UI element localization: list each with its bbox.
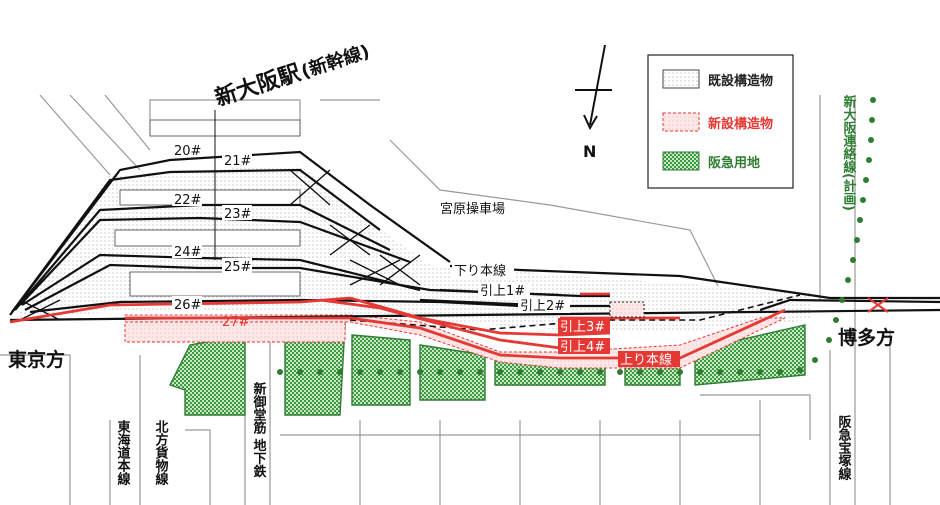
track-hiki3: 引上3# — [560, 320, 605, 335]
track-26: 26# — [174, 298, 201, 313]
compass — [575, 44, 612, 131]
city-blocks — [0, 94, 891, 505]
crossovers — [19, 169, 421, 321]
yard-label: 宮原操車場 — [440, 201, 505, 217]
direction-east: 博多方 — [838, 326, 895, 349]
label-tokaido: 東海道本線 — [115, 419, 131, 486]
track-27: 27# — [222, 315, 249, 330]
label-midosuji: 新御堂筋 地下鉄 — [251, 381, 268, 479]
platforms — [114, 119, 301, 297]
label-kitakata: 北方貨物線 — [153, 420, 169, 486]
track-22: 22# — [174, 193, 201, 208]
legend-label-new: 新設構造物 — [708, 116, 773, 132]
track-hiki4: 引上4# — [560, 340, 605, 355]
hiki2-structure — [609, 301, 645, 318]
track-down-main: 下り本線 — [454, 263, 506, 279]
hankyu-dotted-line — [277, 97, 876, 375]
track-hiki1: 引上1# — [480, 284, 525, 299]
track-20: 20# — [174, 144, 201, 159]
label-shin-osaka-link: 新大阪連絡線(計画) — [841, 94, 857, 210]
label-hankyu-takarazuka: 阪急宝塚線 — [836, 415, 852, 481]
track-end-x — [867, 297, 889, 313]
legend-swatch-new — [662, 112, 700, 132]
track-up-main: 上り本線 — [620, 352, 672, 368]
station-name: 新大阪駅 — [212, 60, 304, 112]
track-hiki2: 引上2# — [520, 299, 565, 314]
vertical-labels: 東海道本線 北方貨物線 新御堂筋 地下鉄 阪急宝塚線 新大阪連絡線(計画) — [115, 94, 857, 486]
legend-label-existing: 既設構造物 — [708, 73, 773, 89]
compass-north-label: N — [583, 142, 596, 161]
track-labels: 20# 21# 22# 23# 24# 25# 26# 27# 下り本線 引上1… — [172, 142, 680, 368]
track-24: 24# — [174, 245, 201, 260]
direction-west: 東京方 — [8, 348, 65, 371]
track-25: 25# — [224, 260, 251, 275]
legend: 既設構造物 新設構造物 阪急用地 — [647, 54, 794, 189]
station-line: (新幹線) — [298, 40, 372, 83]
legend-swatch-existing — [662, 69, 700, 89]
track-23: 23# — [224, 207, 251, 222]
track-21: 21# — [224, 154, 251, 169]
legend-swatch-hankyu — [662, 151, 700, 171]
legend-label-hankyu: 阪急用地 — [708, 155, 760, 171]
